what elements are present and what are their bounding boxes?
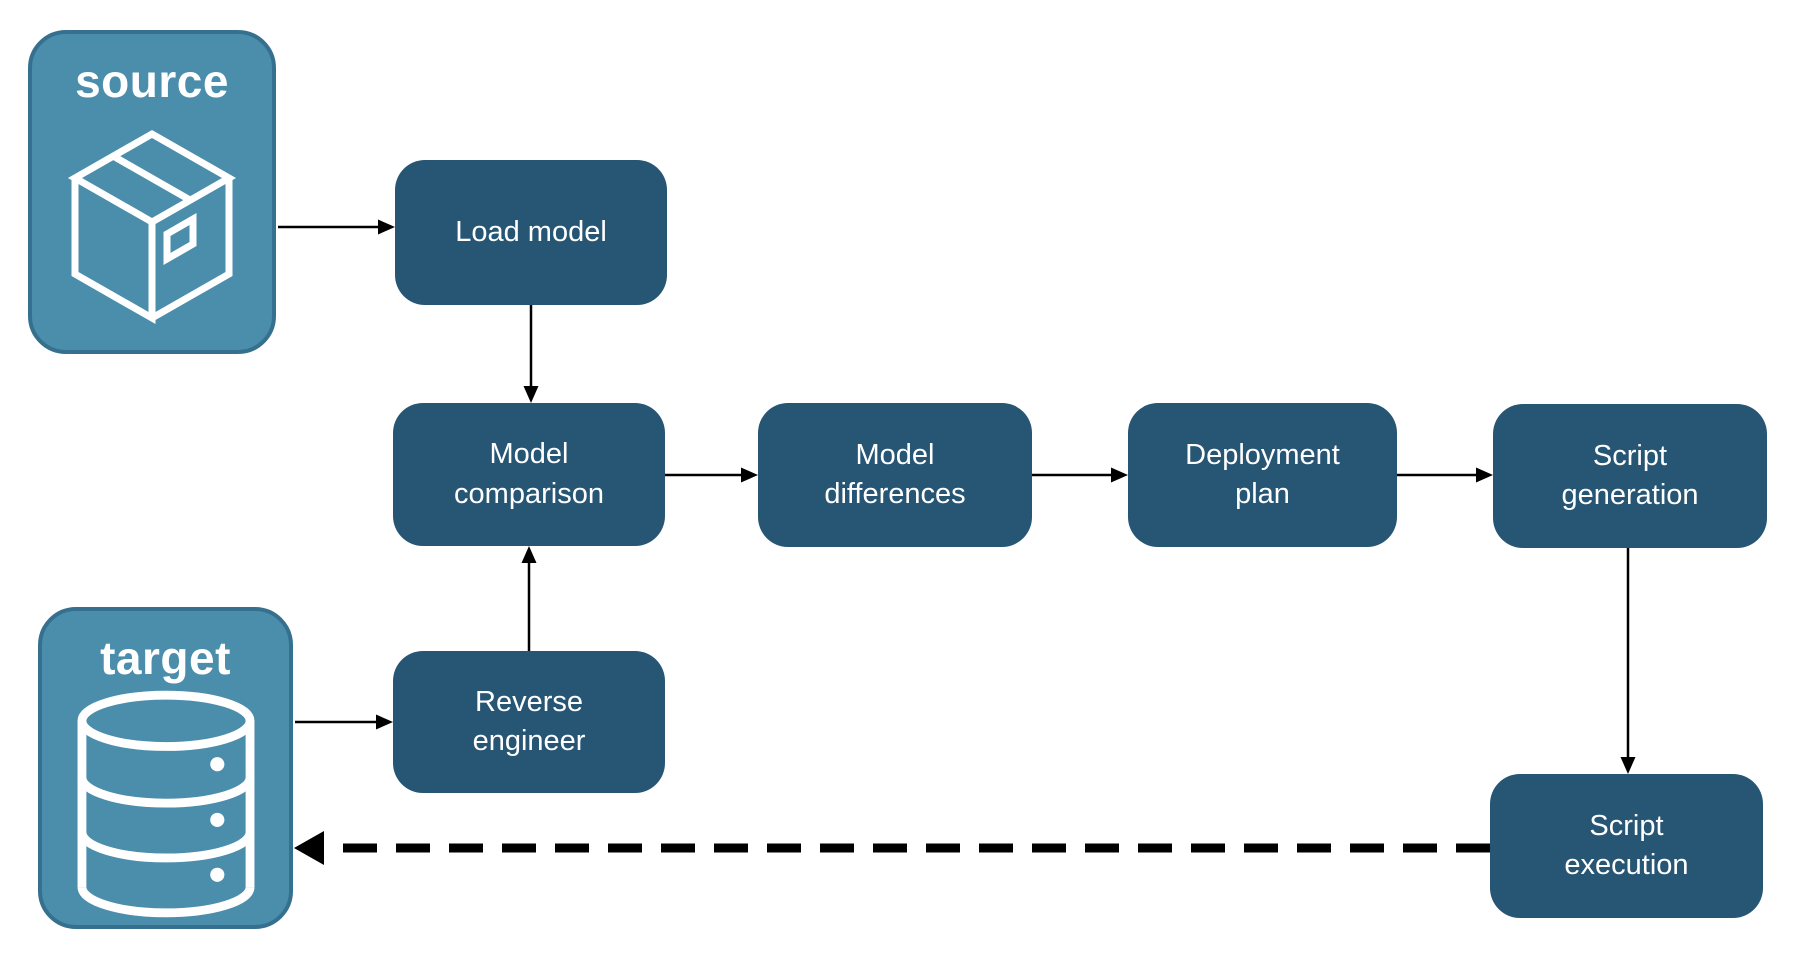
edge-script-generation-to-script-execution: [1620, 548, 1636, 774]
node-script-generation: Script generation: [1493, 404, 1767, 548]
database-icon: [42, 684, 289, 925]
source-label: source: [75, 55, 229, 107]
target-endpoint-box: target: [38, 607, 293, 929]
node-load-model: Load model: [395, 160, 667, 305]
node-reverse-engineer: Reverse engineer: [393, 651, 665, 793]
edge-script-execution-to-target: [294, 831, 1490, 865]
edge-target-to-reverse-engineer: [295, 714, 393, 730]
node-model-comparison: Model comparison: [393, 403, 665, 546]
edge-reverse-engineer-to-model-comparison: [521, 546, 537, 651]
edge-model-comparison-to-model-differences: [665, 467, 758, 483]
edge-model-differences-to-deployment-plan: [1032, 467, 1128, 483]
source-endpoint-box: source: [28, 30, 276, 354]
node-model-differences: Model differences: [758, 403, 1032, 547]
edge-load-model-to-model-comparison: [523, 305, 539, 403]
edge-source-to-load-model: [278, 219, 395, 235]
node-deployment-plan: Deployment plan: [1128, 403, 1397, 547]
node-script-execution: Script execution: [1490, 774, 1763, 918]
target-label: target: [100, 632, 231, 684]
edge-deployment-plan-to-script-generation: [1397, 467, 1493, 483]
package-icon: [32, 107, 272, 350]
